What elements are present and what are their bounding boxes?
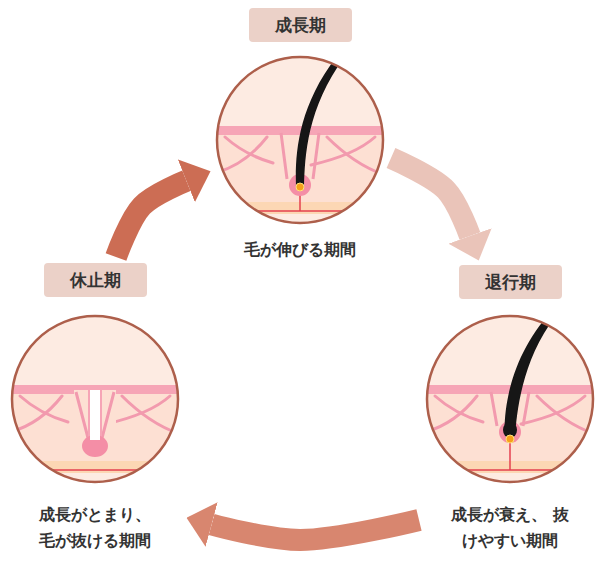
stage-node: 成長期毛が伸びる期間: [215, 8, 385, 263]
dermal-papilla: [296, 183, 304, 191]
hair-illustration: [10, 314, 180, 484]
circle-outline: [12, 316, 178, 482]
stage-label: 成長期: [249, 8, 352, 42]
cycle-arrow: [116, 181, 186, 257]
stage-node: 退行期成長が衰え、 抜けやすい期間: [425, 265, 595, 554]
hair: [296, 55, 346, 187]
stage-node: 休止期成長がとまり、 毛が抜ける期間: [10, 263, 180, 554]
stage-description: 成長がとまり、 毛が抜ける期間: [34, 502, 156, 554]
hair-illustration: [425, 314, 595, 484]
cycle-arrow: [391, 158, 470, 236]
hair-illustration: [215, 55, 385, 225]
skin-section: [215, 55, 385, 225]
skin-section: [425, 314, 595, 484]
stage-label: 退行期: [459, 265, 562, 299]
circle-outline: [217, 57, 383, 223]
hair: [505, 314, 559, 436]
skin-section: [10, 314, 180, 484]
stage-description: 毛が伸びる期間: [239, 237, 361, 263]
hair-bulb: [499, 421, 521, 443]
circle-outline: [427, 316, 593, 482]
stage-label: 休止期: [44, 263, 147, 297]
empty-follicle: [90, 390, 100, 446]
cycle-arrow: [212, 520, 419, 540]
stage-description: 成長が衰え、 抜けやすい期間: [449, 502, 571, 554]
dermal-papilla: [506, 435, 514, 443]
